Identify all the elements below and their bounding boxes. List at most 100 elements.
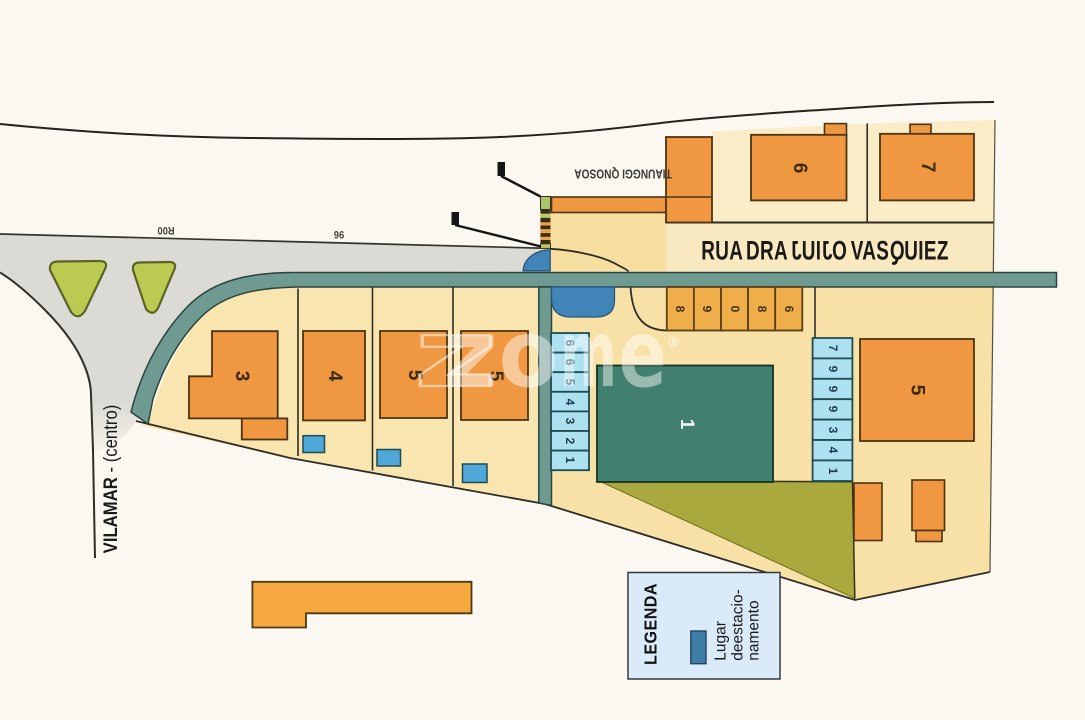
- street-band: [666, 222, 994, 272]
- corner-lot-curve-upper: [550, 247, 630, 273]
- stall-left-6: 2: [563, 437, 577, 445]
- parking-spot-lot4: [302, 434, 326, 454]
- stall-road-5: 6: [781, 305, 796, 312]
- building-5-right-number: 5: [906, 384, 928, 395]
- building-6-number: 6: [789, 162, 810, 174]
- building-4-number: 4: [324, 370, 345, 381]
- building-5a-number: 5: [403, 369, 425, 380]
- road-ref-left: R00: [156, 223, 175, 236]
- ring-road-band: [130, 271, 1058, 426]
- stall-left-5: 3: [563, 417, 577, 425]
- legend-entry-label: Lugar deestacio- namento: [711, 589, 763, 661]
- road-ref-right: 96: [333, 228, 344, 240]
- legend-title: LEGENDA: [640, 582, 660, 665]
- survey-flag-1: [497, 162, 542, 198]
- corner-lot-curve-lower: [629, 286, 667, 332]
- stall-road-1: 8: [673, 305, 688, 312]
- flag-marker-icon: [451, 212, 459, 225]
- small-building-2: [911, 479, 946, 532]
- access-road-strip: [538, 286, 553, 507]
- small-building-2-annex: [915, 529, 943, 543]
- stairs-step: [540, 233, 551, 237]
- stairs-step: [540, 236, 551, 240]
- stall-right-1: 7: [825, 344, 840, 352]
- block-right-boundary: [989, 119, 996, 573]
- stall-right-4: 9: [825, 406, 840, 413]
- building-6: [750, 133, 848, 202]
- building-1-number: 1: [676, 418, 697, 430]
- lot-corner: [540, 197, 666, 272]
- building-tall: [665, 136, 713, 224]
- stall-road-3: 0: [727, 305, 742, 312]
- stall-road-4: 8: [754, 305, 769, 312]
- building-3: [188, 330, 279, 420]
- territory-boundary-line: [0, 101, 995, 140]
- stall-road-2: 9: [700, 305, 715, 312]
- parking-stall-cell: [665, 286, 695, 332]
- stall-right-7: 1: [825, 467, 840, 475]
- green-patch-1: [48, 259, 108, 318]
- stairs-step: [540, 229, 551, 234]
- stairs-step: [540, 217, 551, 223]
- parking-row-road: [665, 286, 804, 332]
- stall-right-2: 9: [825, 365, 840, 372]
- building-5a: [379, 330, 448, 419]
- street-name-part: UIEZ: [904, 235, 949, 265]
- side-street-label: VILAMAR - (centro): [101, 405, 123, 554]
- street-name-part: RUA DRA: [701, 235, 791, 265]
- street-name-mirrored-j: J: [790, 235, 802, 265]
- building-6-chimney: [823, 122, 848, 137]
- boundary-note-label: TIAUNGGI QNOSOA: [574, 166, 672, 182]
- driveway-blue-quarter: [522, 249, 551, 272]
- side-street-name: VILAMAR: [101, 477, 122, 554]
- flag-pointer-line: [500, 174, 542, 198]
- stall-left-1: 6: [563, 339, 577, 347]
- building-7-number: 7: [917, 161, 938, 173]
- legend-entry-line: Lugar: [711, 620, 729, 661]
- stall-left-4: 4: [563, 398, 577, 405]
- parking-stall-cell: [550, 449, 590, 472]
- small-building-1: [853, 482, 883, 542]
- building-4: [302, 330, 366, 422]
- stairs-strip: [540, 196, 551, 249]
- road-edge-left: [0, 271, 96, 559]
- stall-left-2: 6: [563, 359, 577, 366]
- street-name-part: UI: [801, 235, 822, 265]
- parking-spot-lot5b: [461, 463, 488, 484]
- street-name-mirrored-q: Q: [889, 235, 905, 265]
- street-name-label: RUA DRA JUIJO VASQUIEZ: [701, 235, 949, 266]
- green-patch-2: [131, 260, 177, 314]
- legend-swatch: [690, 630, 707, 665]
- parking-stall-cell: [747, 286, 777, 332]
- parking-stall-cell: [774, 286, 804, 332]
- parking-stall-cell: [811, 459, 854, 482]
- stall-left-7: 1: [563, 457, 577, 464]
- stall-right-5: 3: [825, 426, 840, 434]
- flag-pointer-line: [454, 223, 542, 248]
- building-bar-south: [251, 580, 473, 629]
- stall-left-3: 5: [563, 378, 577, 386]
- pond-blue-shape: [550, 286, 616, 318]
- building-strip: [550, 196, 667, 214]
- road-edge-top: [0, 233, 551, 250]
- building-5-right: [859, 338, 975, 442]
- stairs-step: [540, 196, 551, 210]
- stairs-step: [540, 222, 551, 226]
- flag-marker-icon: [497, 162, 505, 176]
- side-street-suffix: - (centro): [101, 404, 122, 478]
- building-3-annex: [240, 417, 289, 441]
- building-1: [596, 364, 774, 483]
- building-7: [879, 132, 975, 202]
- survey-flag-2: [451, 212, 542, 248]
- stairs-step: [540, 213, 551, 218]
- stairs-step: [540, 243, 551, 249]
- parking-spot-lot5a: [376, 448, 402, 467]
- street-name-part: O VAS: [832, 235, 890, 265]
- parking-column-left: [550, 332, 590, 472]
- stall-right-6: 4: [825, 446, 840, 454]
- stairs-step: [540, 209, 551, 214]
- stall-right-3: 9: [825, 385, 840, 393]
- parking-column-right: [811, 337, 854, 482]
